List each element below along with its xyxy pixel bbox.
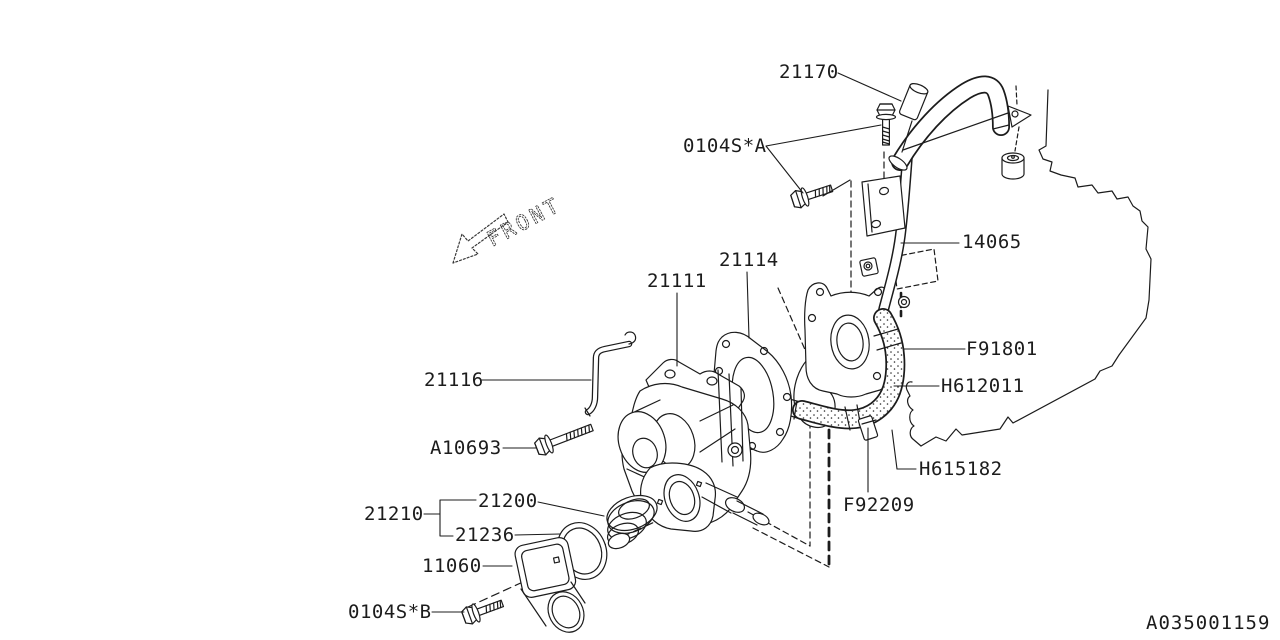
part-label-21236: 21236 bbox=[455, 524, 515, 546]
part-label-21116: 21116 bbox=[424, 369, 484, 391]
pipe-bracket bbox=[861, 175, 906, 237]
part-label-A10693: A10693 bbox=[430, 437, 502, 459]
part-label-F91801: F91801 bbox=[966, 338, 1038, 360]
bolt-0104SA-1 bbox=[875, 103, 897, 146]
bolt-0104SA-2 bbox=[790, 184, 834, 209]
thermostat-21200 bbox=[606, 494, 658, 550]
part-label-0104S-A: 0104S*A bbox=[683, 135, 767, 157]
front-label: FRONT bbox=[483, 192, 566, 251]
water-pump-21111 bbox=[617, 358, 770, 532]
part-label-H612011: H612011 bbox=[941, 375, 1025, 397]
part-label-H615182: H615182 bbox=[919, 458, 1003, 480]
part-label-21170: 21170 bbox=[779, 61, 839, 83]
clamp-F91801 bbox=[873, 328, 902, 351]
diagram-doc-number: A035001159 bbox=[1146, 612, 1271, 634]
bypass-hose bbox=[888, 75, 1010, 171]
pipe-21116 bbox=[584, 331, 637, 417]
triangle-marker bbox=[902, 105, 1032, 151]
plug-21170 bbox=[898, 83, 929, 153]
part-label-21114: 21114 bbox=[719, 249, 779, 271]
part-label-F92209: F92209 bbox=[843, 494, 915, 516]
leader-lines bbox=[423, 72, 966, 613]
part-label-11060: 11060 bbox=[422, 555, 482, 577]
part-label-14065: 14065 bbox=[962, 231, 1022, 253]
bolt-0104SB bbox=[461, 599, 505, 625]
part-label-21200: 21200 bbox=[478, 490, 538, 512]
bushing bbox=[1001, 152, 1025, 180]
part-label-21210: 21210 bbox=[364, 503, 424, 525]
part-label-0104S-B: 0104S*B bbox=[348, 601, 432, 623]
front-arrow: FRONT bbox=[452, 192, 566, 264]
part-label-21111: 21111 bbox=[647, 270, 707, 292]
hose-H612011 bbox=[754, 308, 906, 441]
bolt-A10693 bbox=[534, 423, 594, 456]
pipe-clamp-screws bbox=[859, 257, 911, 309]
water-inlet-11060 bbox=[514, 537, 586, 633]
water-pipe-14065 bbox=[875, 142, 914, 328]
